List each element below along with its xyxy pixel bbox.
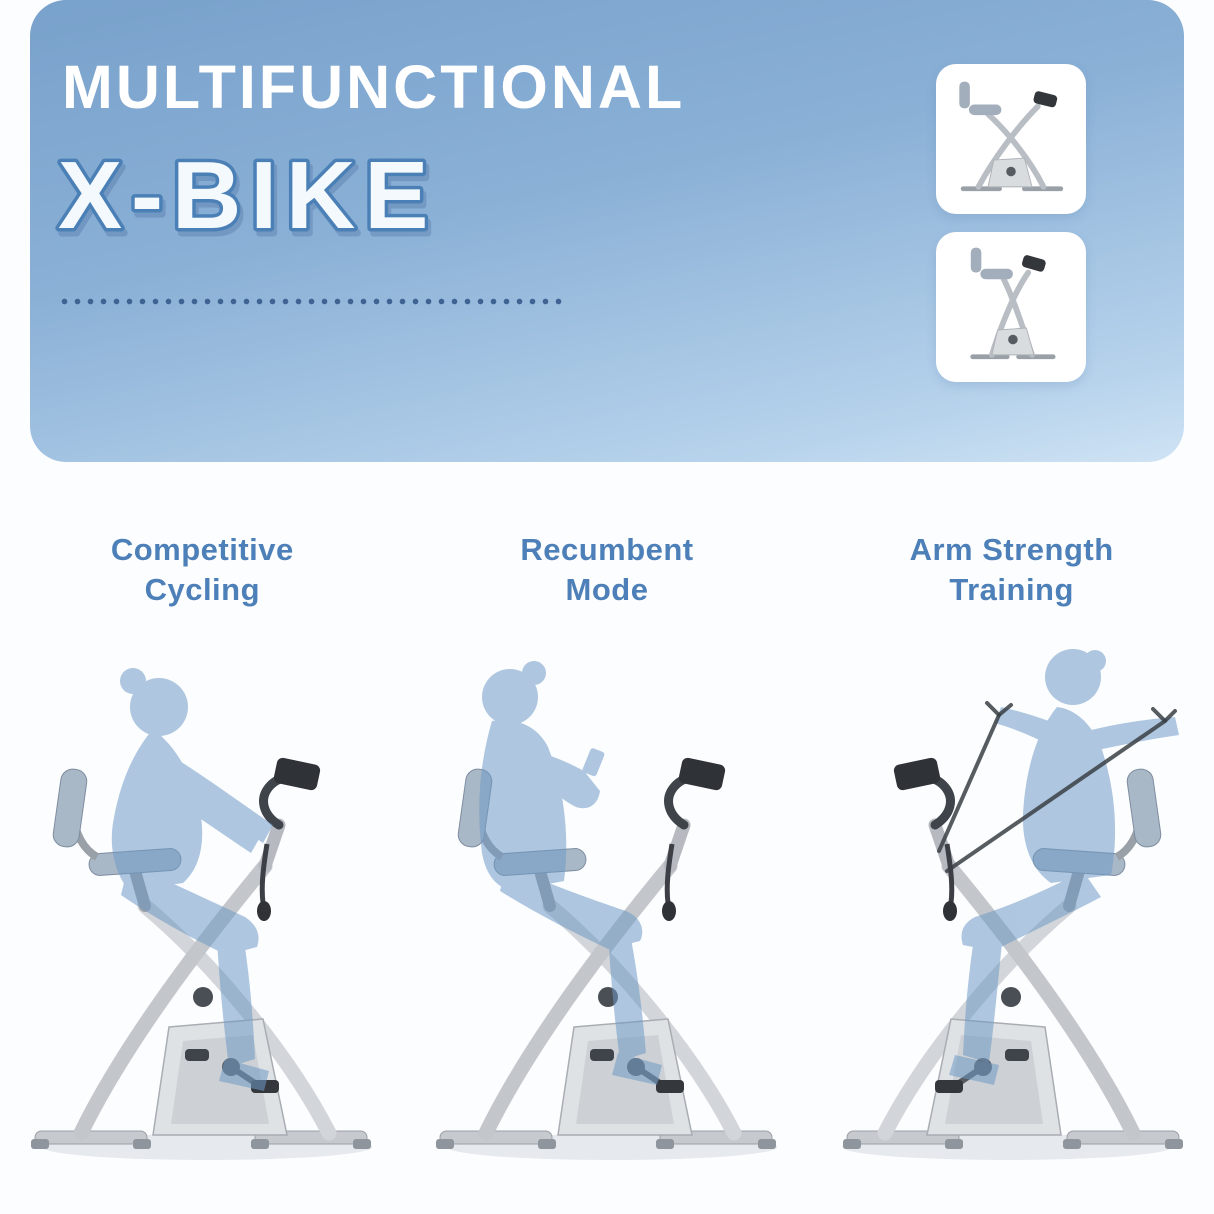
mode-label-arm-strength-training: Arm Strength Training	[909, 532, 1114, 608]
resistance-bands	[936, 700, 1177, 873]
hero-banner: MULTIFUNCTIONAL X-BIKE	[30, 0, 1184, 462]
dotted-divider	[58, 297, 563, 306]
mode-recumbent: Recumbent Mode	[421, 530, 793, 1179]
banner-subtitle: X-BIKE	[55, 139, 437, 253]
folded-bike-icon	[970, 247, 1056, 360]
mode-competitive-cycling: Competitive Cycling	[16, 530, 388, 1179]
arm-strength-training-illustration	[826, 648, 1198, 1179]
thumbnail-bike-semi-folded	[936, 64, 1086, 214]
banner-subtitle-text: X-BIKE	[58, 142, 437, 249]
thumbnail-stack	[936, 64, 1086, 382]
banner-title: MULTIFUNCTIONAL	[62, 53, 686, 121]
modes-section: Competitive Cycling Recumbent Mode	[0, 462, 1214, 1179]
semi-folded-bike-icon	[959, 81, 1064, 192]
arm-training-silhouette	[948, 648, 1179, 1085]
cyclist-silhouette	[112, 667, 274, 1091]
mode-label-competitive-cycling: Competitive Cycling	[110, 532, 294, 608]
x-bike-graphic-mirrored	[842, 756, 1183, 1159]
mode-arm-strength-training: Arm Strength Training	[826, 530, 1198, 1179]
mode-label-recumbent: Recumbent Mode	[520, 532, 694, 608]
recumbent-rider-silhouette	[479, 660, 662, 1085]
recumbent-mode-illustration	[421, 660, 793, 1179]
thumbnail-bike-folded	[936, 232, 1086, 382]
competitive-cycling-illustration	[16, 667, 388, 1179]
